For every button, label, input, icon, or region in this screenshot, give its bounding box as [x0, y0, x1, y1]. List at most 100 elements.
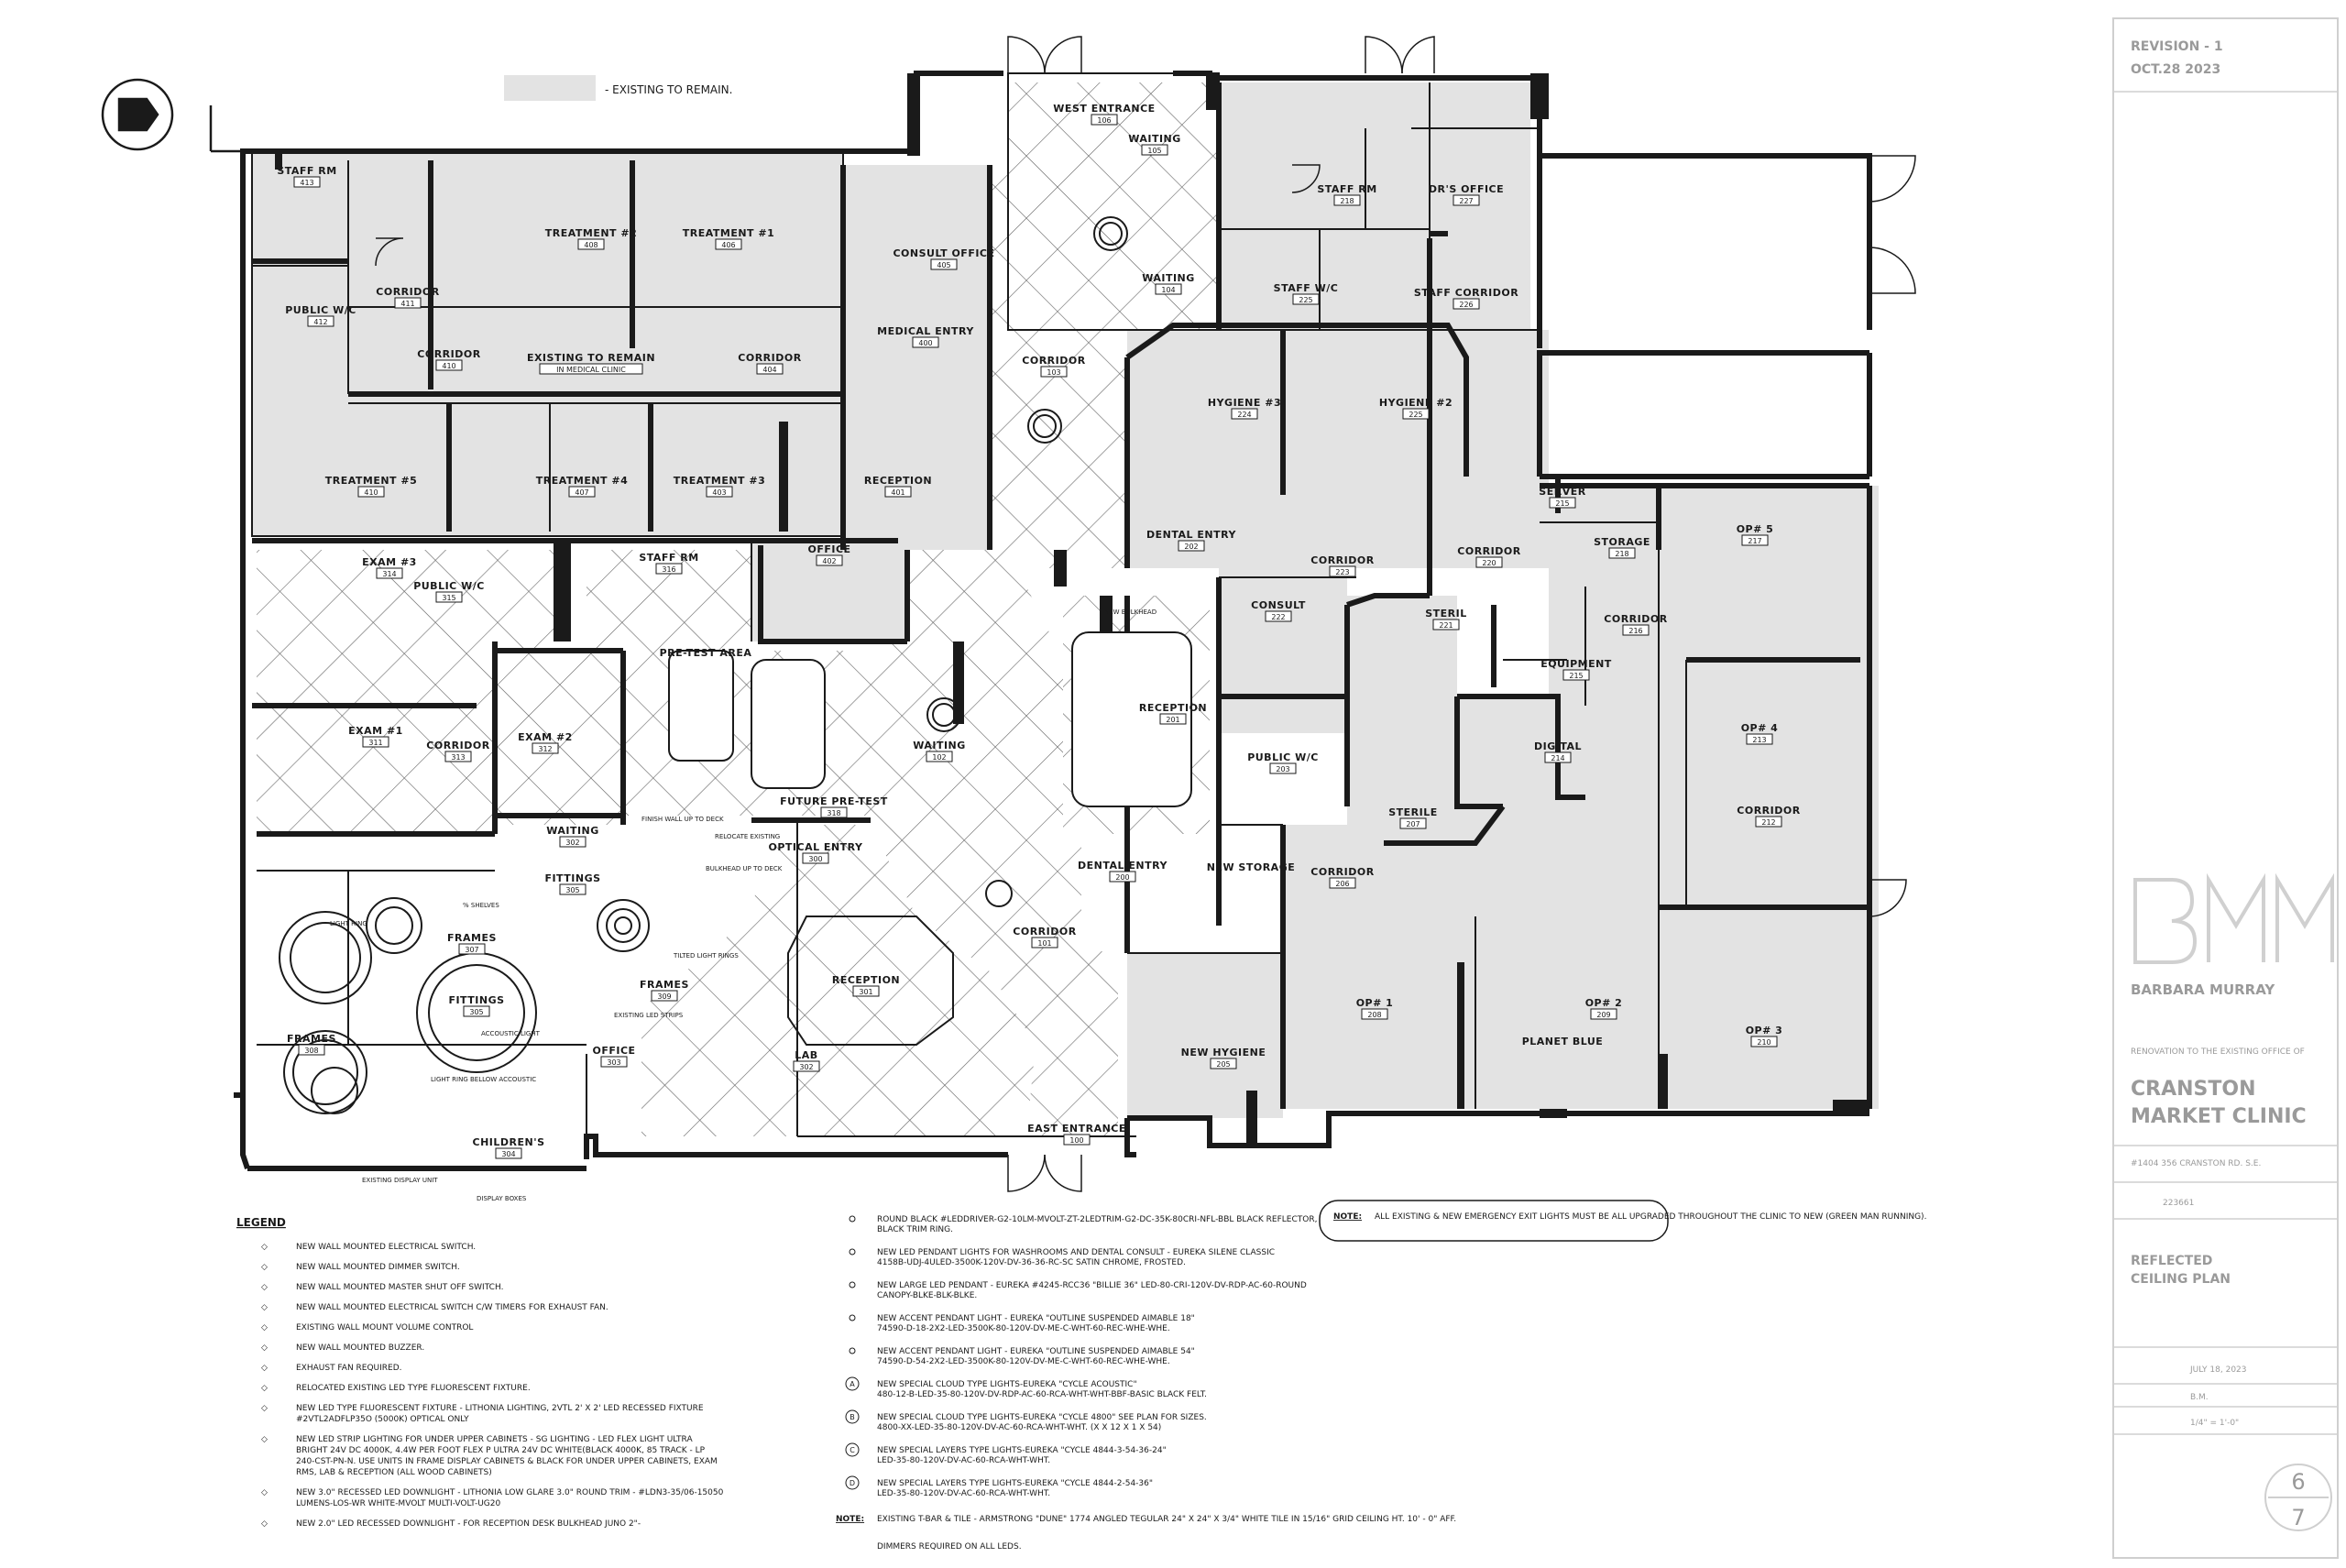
fixture-item: LED-35-80-120V-DV-AC-60-RCA-WHT-WHT. — [877, 1456, 1050, 1465]
room-name: RECEPTION — [1139, 702, 1207, 714]
room-name: HYGIENE #2 — [1379, 397, 1453, 409]
room-number: 202 — [1184, 543, 1198, 551]
room-number: 308 — [304, 1047, 318, 1055]
room-number: 406 — [721, 241, 735, 249]
room-name: WAITING — [1142, 272, 1195, 284]
room-label: STERILE 207 — [1388, 806, 1438, 829]
room-name: CORRIDOR — [1310, 866, 1374, 878]
tile-ceiling-areas — [257, 82, 1219, 1136]
room-number: 205 — [1216, 1060, 1230, 1069]
fixture-letter-icon — [845, 1475, 860, 1490]
room-name: STERILE — [1388, 806, 1438, 818]
room-number: 207 — [1406, 820, 1420, 828]
revision: REVISION - 1 — [2131, 39, 2223, 54]
room-number: 100 — [1069, 1136, 1083, 1145]
legend-symbol-icon: ◇ — [261, 1303, 268, 1312]
room-name: WEST ENTRANCE — [1053, 103, 1155, 115]
fixture-symbol-icon — [849, 1248, 856, 1255]
legend-symbol-icon: ◇ — [261, 1488, 268, 1497]
existing-swatch — [504, 75, 596, 101]
fixture-item: NEW ACCENT PENDANT LIGHT - EUREKA "OUTLI… — [877, 1314, 1195, 1323]
room-name: CONSULT — [1251, 599, 1306, 611]
room-number: 104 — [1161, 286, 1175, 294]
room-number: 218 — [1615, 550, 1628, 558]
fixture-symbol-icon — [849, 1281, 856, 1288]
room-name: CORRIDOR — [417, 348, 480, 360]
room-number: 203 — [1276, 765, 1289, 773]
room-number: 318 — [827, 809, 840, 817]
north-arrow-icon — [101, 78, 257, 153]
legend-item: NEW 3.0" RECESSED LED DOWNLIGHT - LITHON… — [296, 1488, 724, 1497]
room-name: PUBLIC W/C — [1247, 751, 1319, 763]
legend-item: #2VTL2ADFLP35O (5000K) OPTICAL ONLY — [296, 1415, 469, 1424]
room-number: 212 — [1761, 818, 1775, 827]
room-number: 401 — [891, 488, 904, 497]
room-label: CORRIDOR 216 — [1604, 613, 1667, 636]
fixture-note-label: NOTE: — [836, 1515, 864, 1524]
room-name: CORRIDOR — [426, 740, 489, 751]
room-number: 300 — [808, 855, 822, 863]
room-name: CORRIDOR — [1604, 613, 1667, 625]
room-label: FUTURE PRE-TEST 318 — [780, 795, 888, 818]
fixture-item: 4800-XX-LED-35-80-120V-DV-AC-60-RCA-WHT-… — [877, 1423, 1161, 1432]
room-number: 412 — [313, 318, 327, 326]
fixture-item: ROUND BLACK #LEDDRIVER-G2-10LM-MVOLT-ZT-… — [877, 1215, 1317, 1224]
legend-title: LEGEND — [236, 1216, 286, 1229]
fixture-letter-icon — [845, 1442, 860, 1457]
room-name: FUTURE PRE-TEST — [780, 795, 888, 807]
room-name: PLANET BLUE — [1522, 1036, 1604, 1047]
room-number: 405 — [937, 261, 950, 269]
room-name: WAITING — [913, 740, 966, 751]
doors — [375, 36, 1916, 1192]
annotation-text: NEW BULKHEAD — [1104, 609, 1157, 616]
room-name: DR'S OFFICE — [1429, 183, 1504, 195]
room-name: PUBLIC W/C — [285, 304, 356, 316]
room-name: OP# 3 — [1746, 1025, 1783, 1036]
room-number: 403 — [712, 488, 726, 497]
general-note: NOTE: ALL EXISTING & NEW EMERGENCY EXIT … — [1319, 1200, 1926, 1242]
legend-item: NEW LED TYPE FLUORESCENT FIXTURE - LITHO… — [296, 1404, 704, 1413]
room-name: FRAMES — [640, 979, 689, 991]
legend-symbol-icon: ◇ — [261, 1364, 268, 1373]
legend-item: 240-CST-PN-N. USE UNITS IN FRAME DISPLAY… — [296, 1457, 718, 1466]
fixture-item: 74590-D-18-2X2-LED-3500K-80-120V-DV-ME-C… — [877, 1324, 1170, 1333]
firm-logo — [2133, 872, 2334, 964]
existing-areas — [252, 82, 1879, 1118]
fixture-item: NEW SPECIAL CLOUD TYPE LIGHTS-EUREKA "CY… — [877, 1413, 1207, 1422]
room-number: 411 — [400, 300, 414, 308]
room-number: 220 — [1482, 559, 1496, 567]
room-name: OP# 5 — [1737, 523, 1774, 535]
room-name: OP# 4 — [1741, 722, 1779, 734]
room-name: EAST ENTRANCE — [1027, 1123, 1126, 1135]
title-block: REVISION - 1 OCT.28 2023 BARBARA MURRAY … — [2112, 17, 2339, 1559]
annotation-text: DISPLAY BOXES — [477, 1195, 527, 1202]
room-number: 216 — [1628, 627, 1642, 635]
legend-symbol-icon: ◇ — [261, 1283, 268, 1292]
room-name: PUBLIC W/C — [413, 580, 485, 592]
room-number: 215 — [1569, 672, 1583, 680]
